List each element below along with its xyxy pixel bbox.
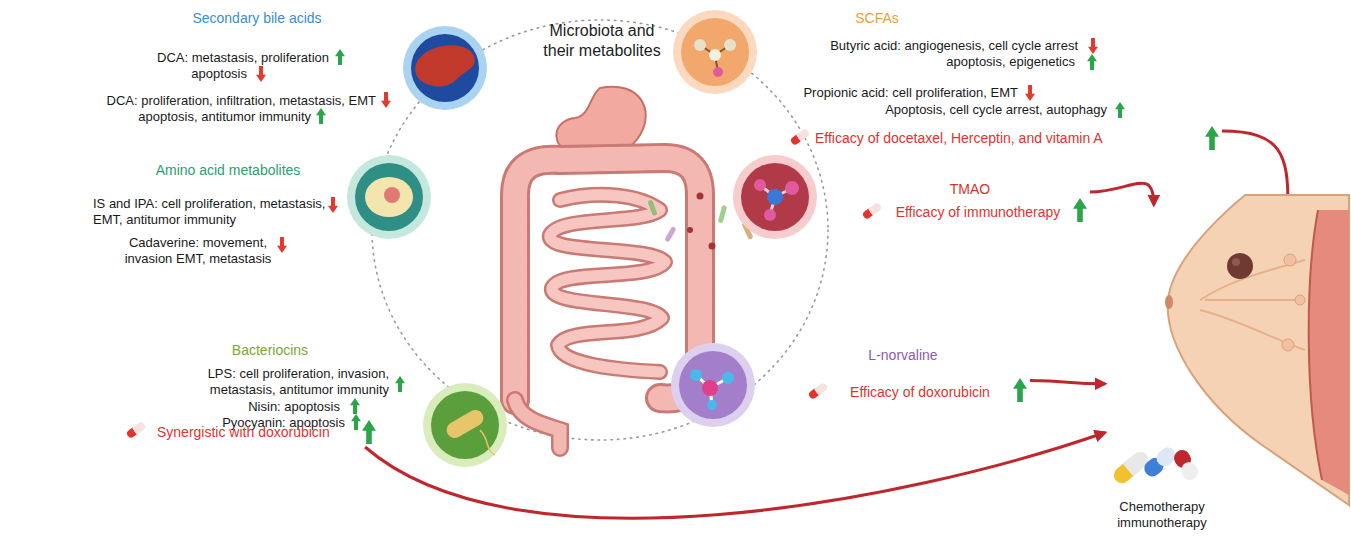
drug-pill-icon [861,204,883,218]
decrease-arrow [1088,38,1098,54]
decrease-arrow [277,237,287,253]
increase-arrow [335,49,345,65]
metabolite-group: Amino acid metabolites IS and IPA: cell p… [90,159,341,271]
effect-text: DCA: proliferation, infiltration, metast… [107,93,376,109]
effect-text: Efficacy of immunotherapy [896,204,1061,222]
dotted-circle-node: Microbiota and their metabolites [340,8,830,448]
increase-arrow [362,420,376,444]
decrease-arrow [381,92,391,108]
effect-text: Cadaverine: movement, invasion EMT, meta… [111,235,286,268]
increase-arrow [1205,126,1219,150]
effect-text: Synergistic with doxorubicin [157,424,330,442]
group-heading: Bacteriocins [232,342,308,360]
effect-text: DCA: metastasis, proliferation [157,50,329,66]
group-heading: L-norvaline [868,347,937,365]
increase-arrow [350,398,360,414]
increase-arrow [1013,378,1027,402]
group-heading: Secondary bile acids [192,10,321,28]
group-heading: SCFAs [855,10,899,28]
effect-text: apoptosis, epigenetics [946,54,1075,70]
increase-arrow [316,108,326,124]
effect-text: IS and IPA: cell proliferation, metastas… [93,196,333,229]
decrease-arrow [1025,85,1035,101]
group-heading: TMAO [950,181,990,199]
effect-text: apoptosis [191,66,247,82]
metabolite-group: SCFAsButyric acid: angiogenesis, cell cy… [786,7,1222,153]
effect-text: Nisin: apoptosis [248,399,340,415]
metabolite-group: L-norvalineEfficacy of doxorubicin [804,344,1030,405]
breast-illustration [1105,205,1349,530]
gut-microbiota-illustration [340,8,830,448]
increase-arrow [1087,54,1097,70]
effect-text: Apoptosis, cell cycle arrest, autophagy [885,102,1107,118]
decrease-arrow [256,66,266,82]
drug-pill-icon [807,384,829,398]
effect-text: Chemotherapy immunotherapy [1107,499,1217,532]
effect-text: Microbiota and their metabolites [532,21,672,61]
effect-text: apoptosis, antitumor immunity [138,109,311,125]
effect-arrow [1090,183,1154,205]
effect-text: Butyric acid: angiogenesis, cell cycle a… [830,38,1078,54]
effect-arrow [1030,381,1105,384]
metabolite-group: BacteriocinsLPS: cell proliferation, inv… [122,339,408,447]
breast-target-node: Chemotherapy immunotherapy [1105,205,1349,530]
increase-arrow [1115,102,1125,118]
increase-arrow [351,414,361,430]
effect-text: LPS: cell proliferation, invasion, metas… [144,366,389,399]
drug-pill-icon [789,130,811,144]
effect-text: Efficacy of doxorubicin [850,384,990,402]
effect-text: Efficacy of docetaxel, Herceptin, and vi… [815,130,1103,148]
group-heading: Amino acid metabolites [156,162,301,180]
decrease-arrow [328,197,338,213]
metabolite-group: TMAO Efficacy of immunotherapy [858,178,1090,225]
drug-pill-icon [125,423,147,437]
increase-arrow [1073,198,1087,222]
effect-arrow [1222,131,1288,205]
increase-arrow [395,376,405,392]
effect-text: Propionic acid: cell proliferation, EMT [803,85,1018,101]
metabolite-group: Secondary bile acidsDCA: metastasis, pro… [104,7,394,128]
